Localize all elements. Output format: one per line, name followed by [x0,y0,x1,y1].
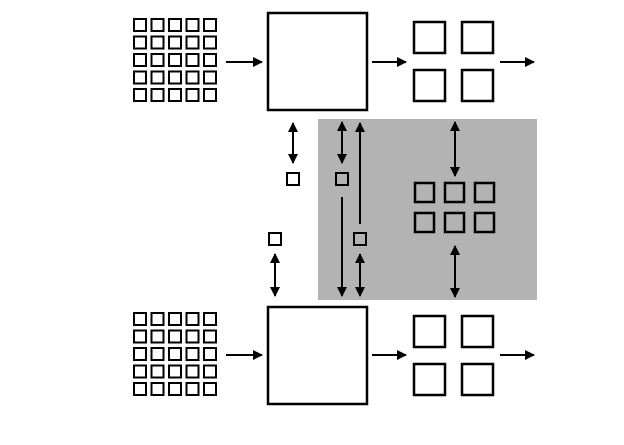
grid-cell [133,35,147,50]
grid-cell [168,347,182,361]
bottom-processing-box [266,305,369,406]
grid-cell [133,18,147,32]
grid-cell [203,18,217,32]
grid-cell [168,364,182,379]
grid-cell [203,382,217,396]
grid-cell [185,18,200,32]
grid-cell [150,382,165,396]
output-cell [412,362,447,397]
grid-cell [150,70,165,85]
left-upper-small-square [286,172,300,186]
shared-cell [473,181,496,204]
grid-cell [150,35,165,50]
top-input-grid [133,18,217,102]
grid-cell [203,88,217,102]
output-cell [460,362,495,397]
grid-cell [133,53,147,67]
grid-cell [150,347,165,361]
inner-upper-small-square [335,172,349,186]
output-cell [412,314,447,349]
grid-cell [185,364,200,379]
grid-cell [133,70,147,85]
middle-shared-grid [413,181,496,234]
shared-cell [443,181,466,204]
grid-cell [203,329,217,344]
grid-cell [185,329,200,344]
grid-cell [185,70,200,85]
grid-cell [168,35,182,50]
shared-cell [443,211,466,234]
shaded-region [318,119,537,300]
grid-cell [150,53,165,67]
grid-cell [133,329,147,344]
grid-cell [203,347,217,361]
grid-cell [133,312,147,326]
grid-cell [185,35,200,50]
grid-cell [168,70,182,85]
output-cell [412,68,447,103]
grid-cell [150,329,165,344]
grid-cell [203,70,217,85]
grid-cell [150,364,165,379]
grid-cell [133,382,147,396]
grid-cell [185,382,200,396]
output-cell [412,20,447,55]
grid-cell [150,18,165,32]
grid-cell [203,35,217,50]
grid-cell [185,347,200,361]
grid-cell [168,382,182,396]
top-output-grid [412,20,495,103]
grid-cell [168,53,182,67]
grid-cell [185,312,200,326]
shared-cell [413,181,436,204]
grid-cell [168,312,182,326]
shared-cell [473,211,496,234]
grid-cell [168,88,182,102]
grid-cell [168,329,182,344]
grid-cell [203,53,217,67]
grid-cell [203,312,217,326]
left-lower-small-square [268,232,282,246]
grid-cell [133,347,147,361]
output-cell [460,314,495,349]
grid-cell [133,364,147,379]
bottom-output-grid [412,314,495,397]
grid-cell [168,18,182,32]
grid-cell [150,88,165,102]
grid-cell [185,53,200,67]
grid-cell [150,312,165,326]
output-cell [460,20,495,55]
top-processing-box [266,11,369,112]
grid-cell [203,364,217,379]
output-cell [460,68,495,103]
inner-lower-small-square [353,232,367,246]
shared-cell [413,211,436,234]
bottom-input-grid [133,312,217,396]
grid-cell [185,88,200,102]
grid-cell [133,88,147,102]
